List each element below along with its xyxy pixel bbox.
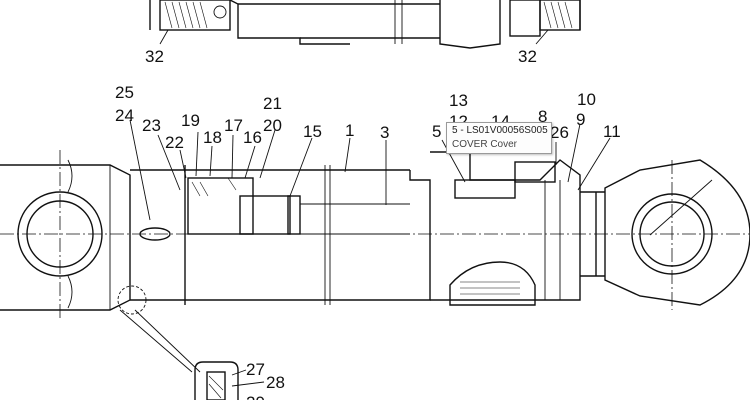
callout-19[interactable]: 19 bbox=[181, 111, 200, 130]
callout-25[interactable]: 25 bbox=[115, 83, 134, 102]
top-detail-view bbox=[149, 0, 581, 49]
callout-26[interactable]: 26 bbox=[550, 123, 569, 142]
bottom-detail-view bbox=[194, 361, 265, 400]
rod-end-eye bbox=[580, 159, 750, 306]
callout-3[interactable]: 3 bbox=[380, 123, 389, 142]
callout-16[interactable]: 16 bbox=[243, 128, 262, 147]
callout-11[interactable]: 11 bbox=[603, 122, 621, 141]
callout-10[interactable]: 10 bbox=[577, 90, 596, 109]
callout-29[interactable]: 29 bbox=[246, 393, 265, 400]
callout-24[interactable]: 24 bbox=[115, 106, 134, 125]
callout-21[interactable]: 21 bbox=[263, 94, 282, 113]
tooltip-part-number: 5 - LS01V00056S005 bbox=[452, 125, 548, 136]
part-tooltip: 5 - LS01V00056S005 COVER Cover bbox=[446, 122, 552, 154]
callout-13[interactable]: 13 bbox=[449, 91, 468, 110]
callout-27[interactable]: 27 bbox=[246, 360, 265, 379]
main-cylinder-view bbox=[0, 119, 750, 373]
left-eye-clevis bbox=[0, 159, 147, 315]
callout-17[interactable]: 17 bbox=[224, 116, 243, 135]
callout-8[interactable]: 8 bbox=[538, 107, 547, 126]
top-right-hatch bbox=[543, 1, 573, 29]
top-left-hatch bbox=[164, 1, 208, 29]
callout-28[interactable]: 28 bbox=[266, 373, 285, 392]
callout-9[interactable]: 9 bbox=[576, 110, 585, 129]
leader-lines bbox=[119, 119, 611, 373]
callout-5[interactable]: 5 bbox=[432, 122, 441, 141]
callout-32a[interactable]: 32 bbox=[145, 47, 164, 66]
callout-15[interactable]: 15 bbox=[303, 122, 322, 141]
callout-22[interactable]: 22 bbox=[165, 133, 184, 152]
callout-1[interactable]: 1 bbox=[345, 121, 354, 140]
cylinder-tube bbox=[130, 165, 410, 305]
callout-20[interactable]: 20 bbox=[263, 116, 282, 135]
callout-32b[interactable]: 32 bbox=[518, 47, 537, 66]
rod-gland bbox=[409, 151, 581, 306]
callout-18[interactable]: 18 bbox=[203, 128, 222, 147]
callout-23[interactable]: 23 bbox=[142, 116, 161, 135]
tooltip-part-description: COVER Cover bbox=[452, 139, 518, 150]
